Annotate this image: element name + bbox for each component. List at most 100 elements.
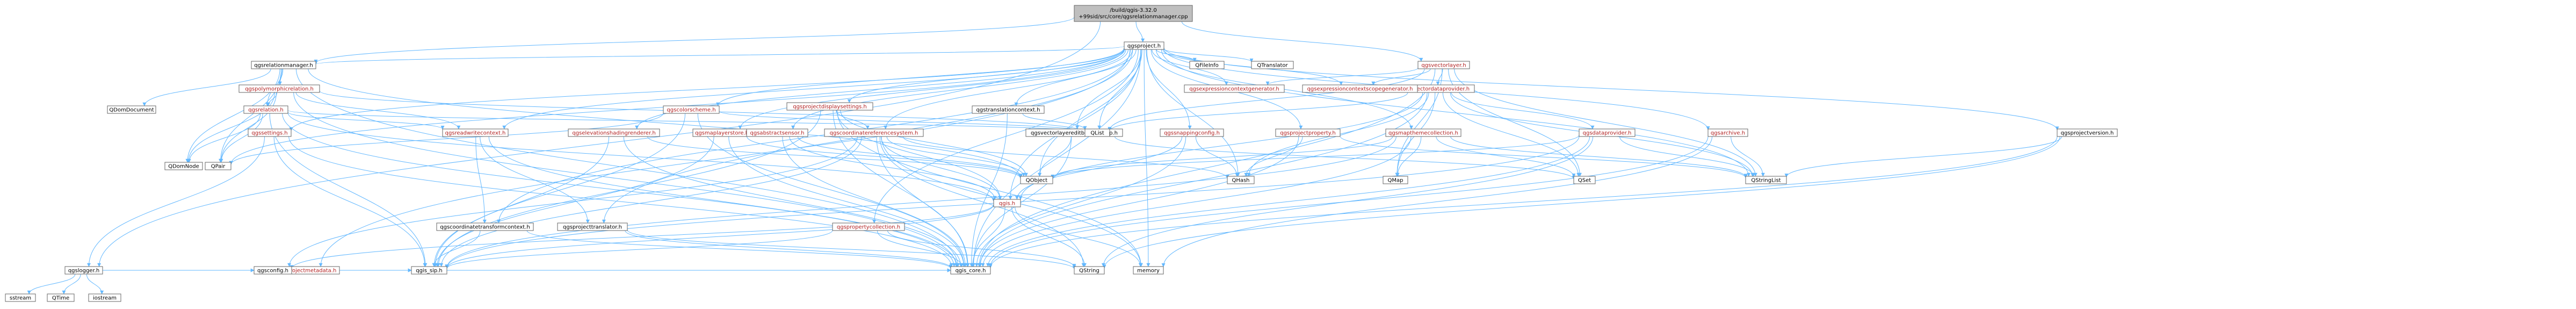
edge-qgstranslationcontext_h-to-qgis_core_h (969, 113, 1008, 267)
edge-qgis_h-to-qgis_sip_h (445, 204, 994, 269)
node-box (1579, 128, 1636, 137)
node-label: qgsmapthemecollection.h (1388, 131, 1458, 136)
edge-qgsprojectversion_h-to-QStringList (1784, 136, 2062, 178)
edge-qgsdataprovider_h-to-qgis_core_h (986, 136, 1590, 267)
node-qgsarchive_h[interactable]: qgsarchive.h (1707, 128, 1748, 137)
node-box (824, 128, 924, 137)
node-box (164, 162, 203, 170)
node-qgssnappingconfig_h[interactable]: qgssnappingconfig.h (1160, 128, 1224, 137)
node-qgspolymorphicrelation_h[interactable]: qgspolymorphicrelation.h (238, 84, 320, 93)
edge-qgsprojectversion_h-to-QString (1102, 136, 2060, 269)
node-box (1124, 41, 1164, 50)
edge-qgsproject_h-to-qgscolorscheme_h (716, 48, 1125, 106)
edge-qgsprojectproperty_h-to-qgis_core_h (978, 136, 1299, 267)
node-label: QPair (211, 164, 226, 170)
edge-qgselevationshadingrenderer_h-to-QObject (647, 136, 1023, 179)
node-box (1417, 61, 1470, 69)
node-box (1133, 266, 1164, 275)
node-box (64, 266, 103, 275)
node-box (1020, 176, 1053, 184)
edge-root-to-qgsvectorlayer_h (1181, 21, 1423, 62)
node-qgsmapthemecollection_h[interactable]: qgsmapthemecollection.h (1385, 128, 1461, 137)
node-qgssettings_h[interactable]: qgssettings.h (248, 128, 292, 137)
edge-qgsprojectproperty_h-to-QStringList (1340, 136, 1748, 178)
node-box (1251, 61, 1294, 69)
node-label: qgspropertycollection.h (837, 225, 900, 231)
node-label: qgscoordinatereferencesystem.h (830, 131, 918, 136)
node-qgsprojecttranslator_h: qgsprojecttranslator.h (557, 222, 628, 231)
node-label: QFileInfo (1195, 63, 1219, 69)
node-memory: memory (1133, 266, 1164, 275)
node-box (1074, 5, 1193, 22)
node-label: qgspolymorphicrelation.h (245, 87, 314, 92)
edge-qgsprojecttranslator_h-to-QString (627, 229, 1076, 270)
edge-qgsproject_h-to-qgis_core_h (971, 49, 1142, 267)
node-QList: QList (1084, 128, 1110, 137)
node-label: sstream (10, 296, 31, 301)
node-qgselevationshadingrenderer_h[interactable]: qgselevationshadingrenderer.h (568, 128, 660, 137)
header-nodes: /build/qgis-3.32.0+99sid/src/core/qgsrel… (5, 5, 2118, 302)
node-box (442, 128, 509, 137)
node-box (1189, 61, 1225, 69)
edge-qgselevationshadingrenderer_h-to-qgis_sip_h (432, 136, 610, 267)
node-qgsdataprovider_h[interactable]: qgsdataprovider.h (1579, 128, 1636, 137)
node-qgsexpressioncontextgenerator_h[interactable]: qgsexpressioncontextgenerator.h (1184, 84, 1285, 93)
node-qgsexpressioncontextscopegenerator_h[interactable]: qgsexpressioncontextscopegenerator.h (1302, 84, 1418, 93)
node-QDomNode: QDomNode (164, 162, 203, 170)
edge-qgscoordinatereferencesystem_h-to-QString (879, 136, 1086, 267)
edge-qgsrelationmanager_h-to-QDomDocument (142, 68, 271, 106)
node-qgspropertycollection_h[interactable]: qgspropertycollection.h (832, 222, 905, 231)
node-label: qgslogger.h (68, 268, 99, 274)
node-qgslogger_h: qgslogger.h (64, 266, 103, 275)
node-qgsprojectversion_h: qgsprojectversion.h (2057, 128, 2118, 137)
node-label: qgsrelationmanager.h (254, 63, 313, 69)
edge-qgsproject_h-to-QTranslator (1163, 48, 1254, 62)
node-label: QDomNode (168, 164, 199, 170)
node-QStringList: QStringList (1745, 176, 1787, 184)
edge-qgspolymorphicrelation_h-to-qgsrelation_h (266, 92, 278, 106)
node-QDomDocument: QDomDocument (107, 105, 156, 114)
node-label: memory (1137, 268, 1160, 274)
node-QMap: QMap (1383, 176, 1408, 184)
edge-qgsvectorlayer_h-to-qgsexpressioncontextgenerator_h (1265, 67, 1419, 85)
node-label: qgsvectorlayer.h (1421, 63, 1466, 69)
edge-qgsprojectdisplaysettings_h-to-memory (837, 110, 1143, 267)
node-qgis_h[interactable]: qgis.h (993, 199, 1021, 207)
node-qgsabstractsensor_h[interactable]: qgsabstractsensor.h (746, 128, 808, 137)
node-box (1302, 84, 1418, 93)
node-box (1074, 266, 1105, 275)
node-box (746, 128, 808, 137)
node-box (950, 266, 991, 275)
edge-qgis_h-to-qgis_core_h (971, 206, 1005, 267)
edge-qgspolymorphicrelation_h-to-qgsreadwritecontext_h (295, 92, 461, 130)
node-QObject: QObject (1020, 176, 1053, 184)
node-qgsmaplayerstore_h[interactable]: qgsmaplayerstore.h (692, 128, 751, 137)
dependency-edges (27, 17, 2062, 294)
node-qgscoordinatereferencesystem_h[interactable]: qgscoordinatereferencesystem.h (824, 128, 924, 137)
node-root[interactable]: /build/qgis-3.32.0+99sid/src/core/qgsrel… (1074, 5, 1193, 22)
node-qgis_core_h: qgis_core.h (950, 266, 991, 275)
node-qgsvectorlayer_h[interactable]: qgsvectorlayer.h (1417, 61, 1470, 69)
edge-qgsvectorlayer_h-to-QList (1108, 68, 1425, 131)
edge-qgscoordinatereferencesystem_h-to-qgis_core_h (876, 136, 970, 267)
node-qgscolorscheme_h[interactable]: qgscolorscheme.h (663, 105, 720, 114)
node-qgsrelation_h[interactable]: qgsrelation.h (243, 105, 288, 114)
node-qgsprojectdisplaysettings_h[interactable]: qgsprojectdisplaysettings.h (786, 102, 873, 111)
node-qgsreadwritecontext_h[interactable]: qgsreadwritecontext.h (442, 128, 509, 137)
edge-qgsvectordataprovider_h-to-qgis_core_h (978, 92, 1428, 267)
edge-qgsproject_h-to-qgsrelationmanager_h (314, 46, 1125, 65)
node-label: qgis_sip.h (416, 268, 443, 274)
edge-qgsmaplayerstore_h-to-qgis_core_h (728, 136, 966, 267)
edge-qgscolorscheme_h-to-qgis_core_h (697, 113, 966, 267)
node-label: qgsabstractsensor.h (750, 131, 805, 136)
edge-qgis_h-to-QString (1011, 206, 1087, 267)
edge-qgsabstractsensor_h-to-qgis_h (789, 136, 997, 200)
edge-qgselevationshadingrenderer_h-to-qgis_core_h (623, 136, 963, 267)
node-qgsprojectproperty_h[interactable]: qgsprojectproperty.h (1275, 128, 1341, 137)
edge-qgsrelation_h-to-qgis_h (287, 112, 996, 202)
edge-qgsdataprovider_h-to-QStringList (1619, 136, 1755, 177)
node-box (248, 128, 292, 137)
edge-qgsproject_h-to-qgssettings_h (289, 47, 1125, 131)
node-label: qgsprojecttranslator.h (563, 225, 622, 231)
edge-qgsvectordataprovider_h-to-qgsdataprovider_h (1451, 92, 1595, 130)
